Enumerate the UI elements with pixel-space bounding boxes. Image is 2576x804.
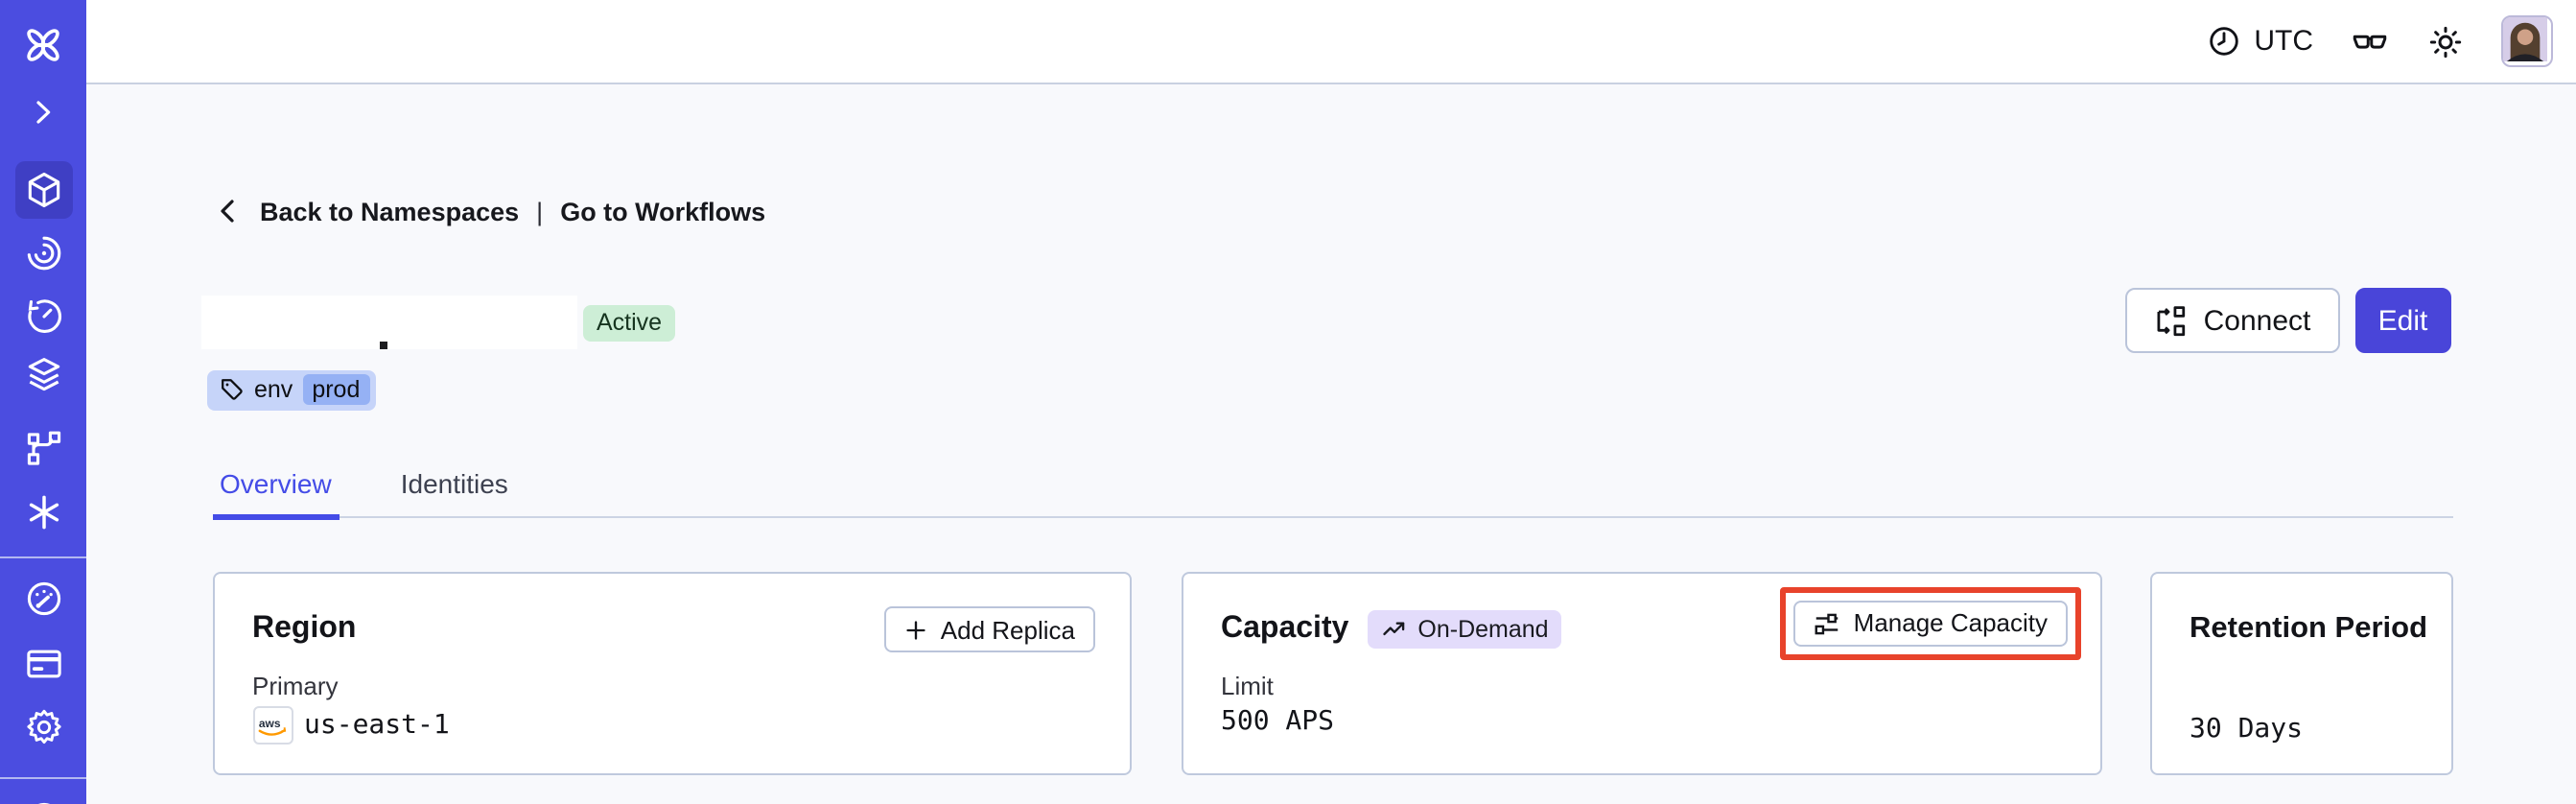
limit-value: 500 APS <box>1221 706 1335 737</box>
trend-up-icon <box>1381 616 1408 643</box>
labs-toggle-button[interactable] <box>2350 21 2390 61</box>
retention-card: Retention Period 30 Days <box>2149 572 2452 775</box>
sliders-icon <box>1814 608 1842 637</box>
theme-toggle-button[interactable] <box>2426 22 2465 60</box>
edit-button[interactable]: Edit <box>2354 288 2451 353</box>
timezone-label: UTC <box>2254 25 2313 58</box>
capacity-card: Capacity On-Demand <box>1181 572 2101 775</box>
annotation-highlight-box: Manage Capacity <box>1780 586 2080 659</box>
timezone-selector[interactable]: UTC <box>2206 23 2313 59</box>
tab-identities[interactable]: Identities <box>400 468 508 499</box>
temporal-logo[interactable] <box>14 15 72 73</box>
sidebar-divider <box>0 777 86 779</box>
glasses-icon <box>2350 21 2390 61</box>
breadcrumb: Back to Namespaces | Go to Workflows <box>212 196 765 226</box>
tag-key: env <box>254 376 293 403</box>
svg-text:aws: aws <box>259 716 281 729</box>
region-card-title: Region <box>252 612 357 645</box>
sidebar-item-billing[interactable] <box>14 635 72 693</box>
limit-label: Limit <box>1221 672 1274 700</box>
user-avatar[interactable] <box>2501 15 2553 67</box>
plus-icon <box>904 617 929 642</box>
tab-overview[interactable]: Overview <box>212 464 340 520</box>
on-demand-badge: On-Demand <box>1368 610 1562 649</box>
breadcrumb-workflows-link[interactable]: Go to Workflows <box>560 197 766 225</box>
tag-icon <box>218 376 245 403</box>
connect-flow-icon <box>2154 303 2189 338</box>
aws-provider-icon: aws <box>252 706 293 745</box>
sidebar-item-schedules[interactable] <box>14 288 72 345</box>
main-content: Back to Namespaces | Go to Workflows Act… <box>86 84 2576 804</box>
summary-cards: Region Add Replica Primary aw <box>212 572 2452 775</box>
header-actions: Connect Edit <box>2124 288 2451 353</box>
clock-icon <box>2206 23 2242 59</box>
sidebar <box>0 0 86 804</box>
status-badge: Active <box>583 304 676 341</box>
region-value: us-east-1 <box>304 710 450 741</box>
tab-bar: Overview Identities <box>212 464 2452 520</box>
namespace-title-redacted <box>200 295 576 348</box>
region-card: Region Add Replica Primary aw <box>212 572 1131 775</box>
sidebar-item-batch-operations[interactable] <box>14 420 72 478</box>
chevron-left-icon[interactable] <box>212 196 243 226</box>
breadcrumb-back-link[interactable]: Back to Namespaces <box>260 197 520 225</box>
namespace-title-dot <box>380 342 387 349</box>
add-replica-button[interactable]: Add Replica <box>884 606 1094 652</box>
capacity-card-title: Capacity <box>1221 612 1349 645</box>
sidebar-divider <box>0 556 86 558</box>
sidebar-item-usage[interactable] <box>14 570 72 627</box>
tag-value: prod <box>302 374 370 405</box>
sun-icon <box>2426 22 2465 60</box>
sidebar-item-support[interactable] <box>14 791 72 804</box>
sidebar-item-namespaces[interactable] <box>14 161 72 219</box>
breadcrumb-separator: | <box>536 197 544 225</box>
retention-card-title: Retention Period <box>2190 612 2428 645</box>
sidebar-item-settings[interactable] <box>14 698 72 756</box>
namespace-tag-chip[interactable]: env prod <box>206 369 376 410</box>
connect-button[interactable]: Connect <box>2124 288 2340 353</box>
retention-value: 30 Days <box>2190 714 2304 745</box>
sidebar-item-deployments[interactable] <box>14 345 72 403</box>
sidebar-expand-button[interactable] <box>14 83 72 140</box>
primary-label: Primary <box>252 672 339 700</box>
sidebar-item-workflows[interactable] <box>14 224 72 281</box>
topbar: UTC <box>86 0 2576 84</box>
manage-capacity-button[interactable]: Manage Capacity <box>1793 600 2067 646</box>
sidebar-item-nexus[interactable] <box>14 484 72 541</box>
